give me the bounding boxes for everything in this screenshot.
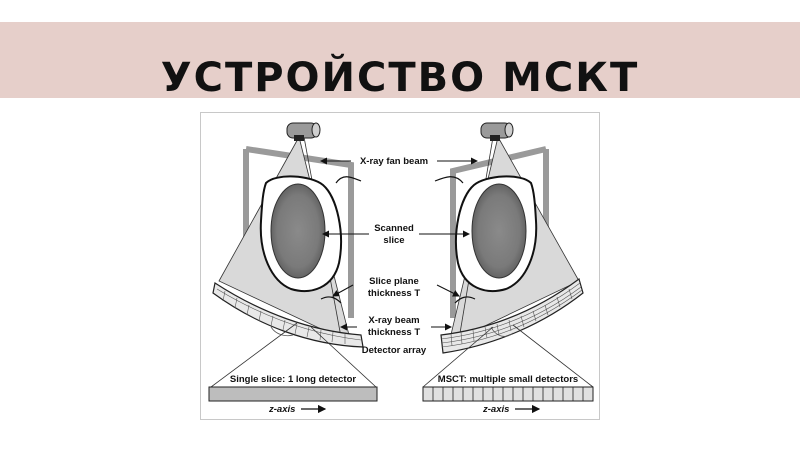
label-msct: MSCT: multiple small detectors: [438, 374, 578, 385]
center-annotations: X-ray fan beam Scanned slice Slice plane…: [230, 156, 578, 415]
right-scanned-organ: [471, 183, 527, 279]
left-detector-array: [212, 282, 364, 348]
label-scanned-slice-line2: slice: [383, 235, 404, 246]
multiple-small-detectors: [422, 386, 594, 402]
left-xray-tube-icon: [286, 122, 321, 141]
label-slice-plane-line2: thickness T: [368, 288, 420, 299]
right-scanner: [422, 122, 594, 402]
label-fan-beam: X-ray fan beam: [360, 156, 428, 167]
left-scanner: [208, 122, 378, 402]
slide-title: УСТРОЙСТВО МСКТ: [160, 55, 640, 101]
label-single-slice: Single slice: 1 long detector: [230, 374, 356, 385]
label-scanned-slice-line1: Scanned: [374, 223, 414, 234]
label-beam-thickness-line1: X-ray beam: [368, 315, 419, 326]
label-z-axis-left: z-axis: [268, 404, 295, 415]
label-beam-thickness-line2: thickness T: [368, 327, 420, 338]
right-xray-tube-icon: [480, 122, 514, 141]
left-scanned-organ: [270, 183, 326, 279]
label-detector-array: Detector array: [362, 345, 427, 356]
mct-diagram: X-ray fan beam Scanned slice Slice plane…: [200, 112, 600, 420]
label-z-axis-right: z-axis: [482, 404, 509, 415]
title-band: [0, 22, 800, 98]
label-slice-plane-line1: Slice plane: [369, 276, 419, 287]
single-long-detector: [208, 386, 378, 402]
right-detector-array: [440, 278, 584, 354]
